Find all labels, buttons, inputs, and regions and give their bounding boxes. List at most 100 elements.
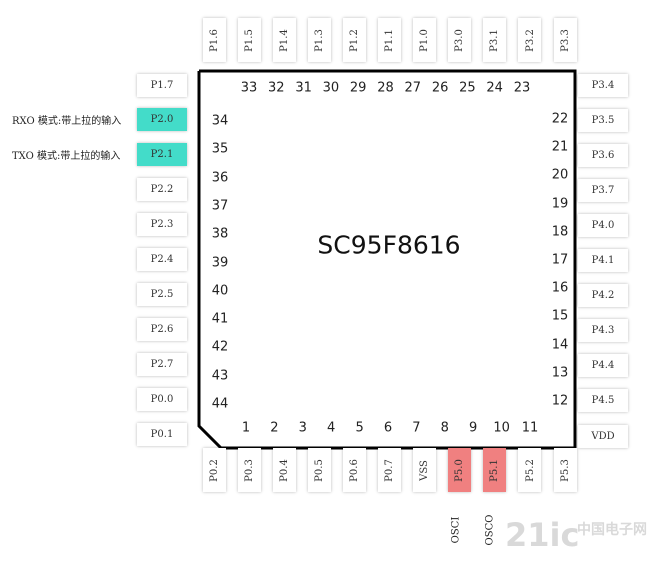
pin-p4-3: P4.3 bbox=[578, 319, 628, 343]
pin-p2-7: P2.7 bbox=[137, 352, 187, 376]
pin-p2-3: P2.3 bbox=[137, 213, 187, 237]
rxo-mode-note: RXO 模式:带上拉的输入 bbox=[12, 116, 122, 127]
osco-label: OSCO bbox=[484, 514, 496, 546]
pin-label: P0.2 bbox=[208, 458, 220, 482]
pin-p3-2: P3.2 bbox=[518, 18, 542, 62]
pin-label: P3.0 bbox=[454, 28, 466, 52]
pin-number: 1 bbox=[241, 420, 251, 436]
pin-p0-5: P0.5 bbox=[307, 448, 331, 492]
pin-number: 32 bbox=[268, 80, 285, 96]
pin-number: 33 bbox=[240, 80, 258, 96]
pin-p2-1: P2.1 bbox=[137, 143, 187, 167]
pin-label: P2.7 bbox=[150, 358, 174, 370]
pin-number: 3 bbox=[298, 420, 307, 436]
pin-label: P5.0 bbox=[454, 458, 466, 482]
osci-label: OSCI bbox=[450, 516, 462, 544]
pin-number: 43 bbox=[211, 368, 229, 384]
pin-label: P0.7 bbox=[383, 458, 395, 482]
pin-p3-0: P3.0 bbox=[448, 18, 472, 62]
pin-p0-2: P0.2 bbox=[202, 448, 226, 492]
pin-number: 31 bbox=[295, 80, 312, 96]
pin-p1-7: P1.7 bbox=[137, 73, 187, 97]
pin-number: 29 bbox=[349, 80, 367, 96]
pin-label: P4.4 bbox=[591, 360, 615, 372]
watermark-brand: 21ic bbox=[505, 516, 579, 554]
pin-label: P2.4 bbox=[150, 254, 174, 265]
pin-number: 6 bbox=[383, 420, 393, 436]
pin-number: 20 bbox=[551, 167, 569, 183]
pin-number: 28 bbox=[377, 80, 394, 96]
pin-number: 42 bbox=[211, 339, 229, 355]
pin-p5-3: P5.3 bbox=[553, 448, 577, 492]
pin-label: P1.5 bbox=[243, 28, 255, 52]
pin-number: 19 bbox=[551, 196, 569, 212]
pin-p0-1: P0.1 bbox=[137, 422, 187, 446]
pin-p0-4: P0.4 bbox=[272, 448, 296, 492]
pin-label: P1.6 bbox=[208, 28, 220, 52]
pin-p2-5: P2.5 bbox=[137, 282, 187, 306]
pin-p3-4: P3.4 bbox=[578, 73, 628, 97]
pin-p0-3: P0.3 bbox=[237, 448, 261, 492]
pin-number: 37 bbox=[211, 198, 229, 214]
pin-number: 23 bbox=[513, 80, 531, 96]
pin-p0-7: P0.7 bbox=[378, 448, 401, 492]
pin-number: 17 bbox=[551, 252, 569, 268]
pin-label: P4.5 bbox=[591, 395, 615, 407]
pin-p0-6: P0.6 bbox=[342, 448, 366, 492]
pin-number: 12 bbox=[551, 393, 569, 409]
pin-p1-4: P1.4 bbox=[272, 18, 296, 62]
pin-label: P5.1 bbox=[489, 458, 501, 482]
pin-number: 4 bbox=[327, 420, 336, 436]
pin-p3-1: P3.1 bbox=[483, 18, 507, 62]
pin-p4-5: P4.5 bbox=[578, 389, 628, 413]
pin-label: P2.0 bbox=[150, 114, 174, 126]
pin-vdd: VDD bbox=[578, 424, 628, 448]
pin-number: 24 bbox=[486, 80, 503, 96]
pin-number: 22 bbox=[551, 111, 569, 127]
pin-p1-2: P1.2 bbox=[342, 18, 366, 62]
pin-number: 9 bbox=[469, 420, 478, 436]
pin-label: P4.1 bbox=[591, 255, 615, 266]
pin-p1-3: P1.3 bbox=[307, 18, 331, 62]
pin-label: P4.0 bbox=[591, 219, 615, 231]
pin-number: 35 bbox=[211, 141, 229, 157]
pin-number: 5 bbox=[355, 420, 364, 436]
pin-label: P3.5 bbox=[591, 114, 615, 126]
pin-p3-3: P3.3 bbox=[553, 18, 577, 62]
pin-number: 14 bbox=[551, 337, 569, 353]
pin-number: 10 bbox=[493, 420, 510, 436]
pin-p1-5: P1.5 bbox=[237, 18, 261, 62]
pin-number: 16 bbox=[551, 280, 569, 296]
pin-number: 21 bbox=[551, 139, 569, 155]
pin-number: 26 bbox=[431, 80, 449, 96]
pin-label: P0.3 bbox=[243, 458, 255, 482]
pin-number: 30 bbox=[322, 80, 340, 96]
chip-name: SC95F8616 bbox=[317, 230, 461, 260]
pin-number: 18 bbox=[551, 224, 569, 240]
pin-label: P2.2 bbox=[150, 184, 174, 196]
pin-label: P2.1 bbox=[150, 149, 174, 161]
pin-p1-0: P1.0 bbox=[413, 18, 437, 62]
pin-label: P2.5 bbox=[150, 288, 174, 300]
pin-number: 39 bbox=[211, 255, 229, 270]
pin-number: 34 bbox=[211, 113, 229, 129]
pin-label: P1.7 bbox=[150, 79, 174, 91]
pin-p2-6: P2.6 bbox=[137, 317, 187, 341]
pin-label: P0.5 bbox=[313, 458, 325, 482]
pin-label: P0.0 bbox=[150, 393, 174, 405]
txo-mode-note: TXO 模式:带上拉的输入 bbox=[12, 151, 121, 162]
pin-p5-1: P5.1 bbox=[483, 448, 507, 492]
pin-label: P3.1 bbox=[489, 28, 501, 52]
pin-number: 8 bbox=[440, 420, 449, 436]
pin-p4-0: P4.0 bbox=[578, 213, 628, 237]
pin-label: P1.0 bbox=[419, 28, 431, 52]
pin-label: P3.7 bbox=[591, 184, 615, 196]
pin-label: P3.6 bbox=[591, 149, 615, 161]
pin-number: 7 bbox=[412, 420, 421, 436]
pin-label: VSS bbox=[419, 459, 431, 481]
pin-label: P3.2 bbox=[524, 28, 536, 52]
pin-label: P1.1 bbox=[383, 28, 395, 52]
pin-p1-1: P1.1 bbox=[378, 18, 401, 62]
pin-number: 25 bbox=[459, 80, 476, 96]
pin-label: P4.2 bbox=[591, 290, 615, 302]
